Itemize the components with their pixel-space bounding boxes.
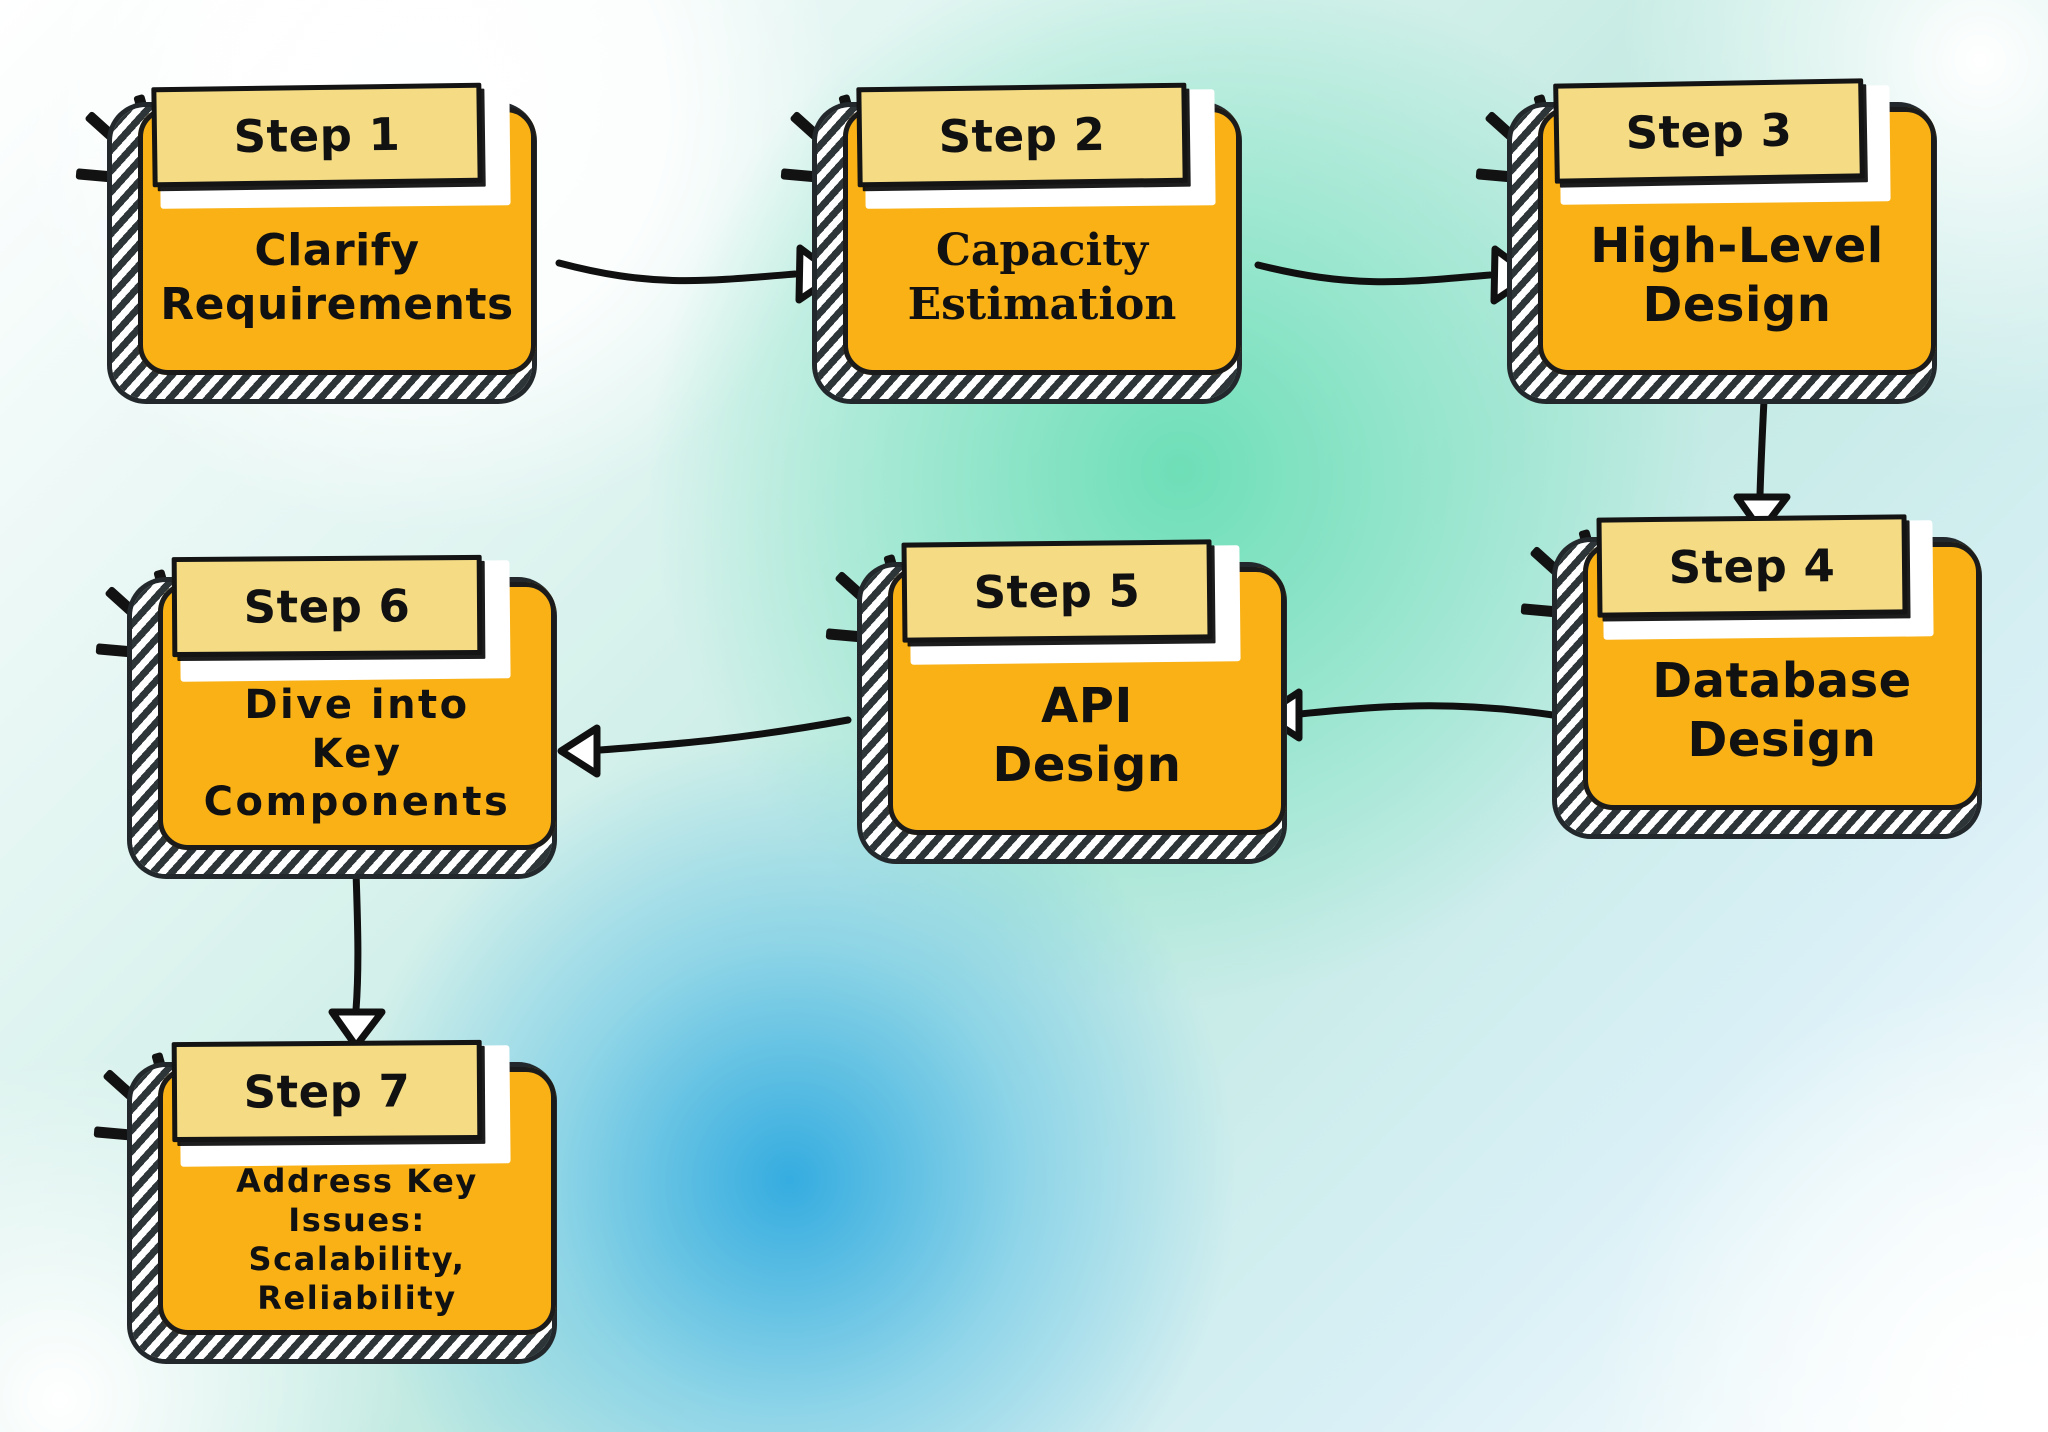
card-line: Design [1687,712,1877,768]
node-step1[interactable]: Clarify Requirements Step 1 [75,82,570,399]
edge-step4-step5 [1296,702,1557,719]
tab-step1[interactable]: Step 1 [151,82,483,188]
card-label-step5: API Design [979,607,1196,794]
edge-step2-step3 [1254,261,1494,286]
card-label-step7: Address Key Issues: Scalability, Reliabi… [163,1084,551,1318]
card-label-step2: Capacity Estimation [894,150,1191,331]
card-step2[interactable]: Capacity Estimation [843,107,1241,375]
node-step7[interactable]: Address Key Issues: Scalability, Reliabi… [93,1039,590,1359]
edge-step6-step7 [352,868,362,1014]
card-line: Capacity [935,225,1149,277]
card-line: Estimation [907,279,1177,330]
card-line: Address Key Issues: [236,1161,478,1239]
node-step5[interactable]: API Design Step 5 [825,539,1320,859]
card-label-step6: Dive into Key Components [163,605,551,827]
tab-step2[interactable]: Step 2 [856,82,1188,188]
tab-step3[interactable]: Step 3 [1553,78,1865,184]
tab-label-step1: Step 1 [233,107,401,163]
card-line: Dive into [244,681,470,728]
tab-step4[interactable]: Step 4 [1596,514,1908,618]
card-line: Key Components [203,730,511,826]
card-label-step3: High-Level Design [1576,147,1898,334]
edge-step5-step6 [596,716,852,754]
card-line: Clarify [254,225,420,277]
edge-step3-step4 [1756,396,1768,499]
node-step2[interactable]: Capacity Estimation Step 2 [780,82,1275,399]
card-label-step4: Database Design [1638,582,1925,769]
card-line: Design [992,737,1182,793]
node-step3[interactable]: High-Level Design Step 3 [1475,78,1970,399]
tab-label-step4: Step 4 [1668,538,1836,594]
card-line: Design [1642,277,1832,333]
card-label-step1: Clarify Requirements [146,150,527,331]
card-step7[interactable]: Address Key Issues: Scalability, Reliabi… [158,1067,556,1335]
edge-step1-step2 [555,259,799,285]
card-line: Database [1652,653,1912,710]
card-line: High-Level [1590,218,1884,275]
tab-step6[interactable]: Step 6 [171,554,483,658]
node-step4[interactable]: Database Design Step 4 [1520,514,2015,834]
card-line: Scalability, Reliability [248,1240,466,1318]
card-line: API [1041,678,1133,735]
tab-label-step3: Step 3 [1625,103,1793,159]
card-line: Requirements [160,279,514,330]
tab-label-step5: Step 5 [973,563,1141,619]
tab-step5[interactable]: Step 5 [901,539,1213,643]
tab-label-step2: Step 2 [938,107,1106,163]
tab-step7[interactable]: Step 7 [171,1039,483,1143]
tab-label-step7: Step 7 [243,1063,411,1119]
node-step6[interactable]: Dive into Key Components Step 6 [95,554,590,874]
tab-label-step6: Step 6 [243,578,411,634]
